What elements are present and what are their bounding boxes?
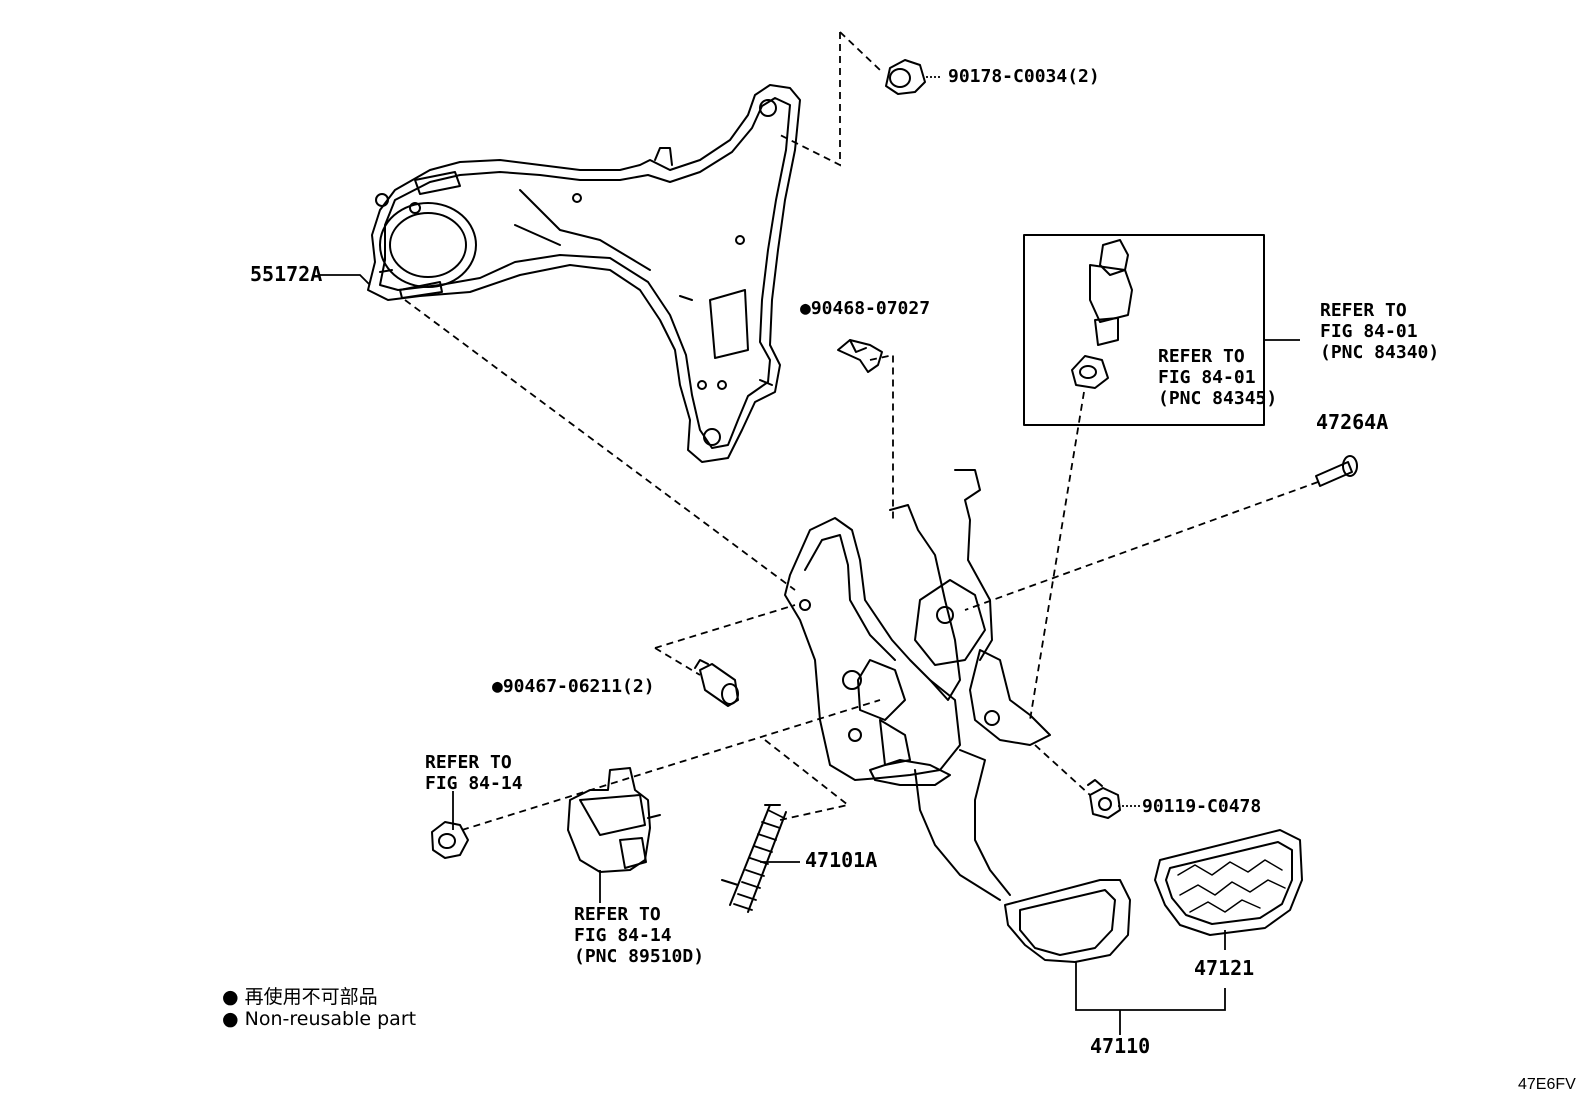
ref-line: FIG 84-14 xyxy=(574,925,672,946)
non-reusable-dot-icon: ● xyxy=(222,1008,239,1030)
part-label-90468: ●90468-07027 xyxy=(800,298,930,319)
part-label-90468-text: 90468-07027 xyxy=(810,298,931,319)
bracket-drawing xyxy=(367,84,801,463)
bolt-90119-drawing xyxy=(1087,779,1121,819)
stop-switch-drawing xyxy=(1071,239,1133,389)
pedal-pad-drawing xyxy=(1154,829,1303,936)
pedal-sensor-drawing xyxy=(567,767,661,873)
ref-line: REFER TO xyxy=(1320,300,1407,321)
nut-90178-drawing xyxy=(885,59,926,95)
legend-japanese-text: 再使用不可部品 xyxy=(244,986,378,1008)
part-label-47110: 47110 xyxy=(1090,1034,1151,1058)
non-reusable-dot-icon: ● xyxy=(800,298,811,319)
ref-line: (PNC 89510D) xyxy=(574,946,705,967)
legend-english-text: Non-reusable part xyxy=(244,1008,417,1030)
legend-japanese: ● 再使用不可部品 xyxy=(222,982,378,1009)
ref-line: REFER TO xyxy=(574,904,661,925)
bushing-drawing xyxy=(431,821,469,859)
pedal-assembly-drawing xyxy=(784,469,1131,963)
figure-code: 47E6FV xyxy=(1518,1076,1576,1093)
ref-line: FIG 84-14 xyxy=(425,773,523,794)
part-label-55172a: 55172A xyxy=(250,262,323,286)
legend-english: ● Non-reusable part xyxy=(222,1008,416,1030)
ref-line: REFER TO xyxy=(1158,346,1245,367)
non-reusable-dot-icon: ● xyxy=(492,676,503,697)
part-label-47264a: 47264A xyxy=(1316,410,1389,434)
pin-47264a-drawing xyxy=(1315,455,1358,487)
ref-line: (PNC 84345) xyxy=(1158,388,1278,409)
ref-line: FIG 84-01 xyxy=(1158,367,1256,388)
ref-line: (PNC 84340) xyxy=(1320,342,1440,363)
part-label-90178: 90178-C0034(2) xyxy=(948,66,1100,87)
spring-47101a-drawing xyxy=(721,804,787,913)
bolt-90467-drawing xyxy=(694,659,739,707)
part-label-47101a: 47101A xyxy=(805,848,878,872)
part-label-90467: ●90467-06211(2) xyxy=(492,676,655,697)
non-reusable-dot-icon: ● xyxy=(222,986,239,1008)
ref-line: REFER TO xyxy=(425,752,512,773)
clip-90468-drawing xyxy=(837,339,883,373)
part-label-90119: 90119-C0478 xyxy=(1142,796,1262,817)
ref-line: FIG 84-01 xyxy=(1320,321,1418,342)
part-label-47121: 47121 xyxy=(1194,956,1255,980)
part-label-90467-text: 90467-06211(2) xyxy=(502,676,655,697)
